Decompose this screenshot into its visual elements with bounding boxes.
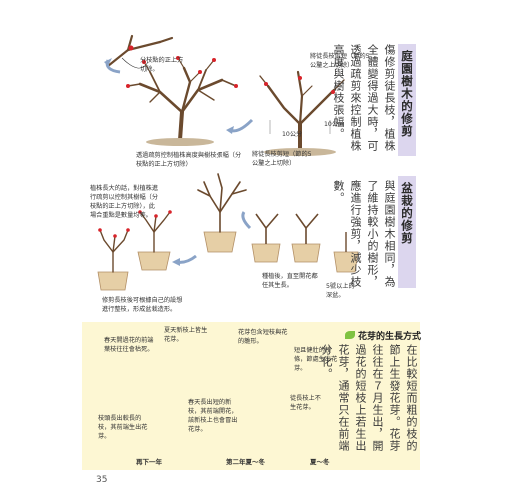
bud-caption-2: 夏天新枝上皆生花芽。 — [164, 327, 208, 343]
leaf-icon — [345, 331, 355, 339]
bud-caption-4: 短且健壯的枝條，節處生出花芽。 — [294, 347, 338, 372]
pot-tree-mid2-icon — [291, 213, 321, 263]
section2-title: 盆栽的修剪 — [398, 176, 416, 288]
section3-title: 花芽的生長方式 — [358, 332, 422, 342]
bud-caption-3: 花芽包含短枝與花的雛形。 — [238, 329, 288, 345]
timeline-label-second-year: 第二年夏～冬 — [226, 458, 265, 466]
measure-b: 10公分 — [324, 121, 345, 128]
caption-pot-right: 5號以上的深盆。 — [326, 283, 355, 299]
section1-title: 庭園樹木的修剪 — [398, 44, 416, 156]
pot-tree-left2-icon — [137, 210, 172, 271]
pot-small-icon — [333, 232, 359, 273]
pruned-tree-icon — [127, 57, 237, 142]
bud-caption-7: 徒長枝上不生花芽。 — [290, 395, 321, 411]
timeline-label-next-year: 再下一年 — [136, 458, 162, 466]
caption-right-top: 將徒長枝剪短（節的5公釐之上切除） — [310, 53, 370, 69]
caption-pot-top: 植株長大的話，對植株進行疏剪以控制其樹幅（分枝點的正上方切除），此場合重點是數量… — [90, 185, 159, 219]
pot-tree-large-icon — [197, 173, 247, 253]
section3-body: 在比較短而粗的枝的節上生發花芽。花芽往往在７月生出，開過花的短枝上若生出花芽，通… — [320, 344, 418, 452]
pot-tree-mid1-icon — [251, 213, 281, 263]
section1-body: 傷修剪徒長枝，植株全體變得過大時，可透過疏剪來控制植株高度與樹枝張幅。 — [332, 44, 396, 152]
caption-pot-middle: 種植後，直至開花都任其生長。 — [262, 273, 318, 289]
pot-tree-left1-icon — [97, 228, 130, 291]
caption-pot-bottom: 修剪長枝後可根據自己的設想進行整枝，形成盆栽造形。 — [102, 297, 183, 313]
bud-caption-1: 春天開過花的前端葉枝往往會枯死。 — [104, 337, 154, 353]
tree-long-shoots-icon — [259, 70, 345, 152]
measure-a: 10公分 — [282, 131, 303, 138]
page-number: 35 — [96, 475, 108, 485]
caption-middle: 透過疏剪控制植株高度與樹枝張幅（分枝點的正上方切除） — [136, 152, 242, 168]
section2-body: 與庭園樹木相同，為了維持較小的樹形，應進行強剪，減少枝數。 — [332, 180, 396, 288]
timeline-label-summer-winter: 夏～冬 — [310, 458, 330, 466]
bud-caption-6: 春天長出短的新枝，其前端開花，該新枝上也會冒出花芽。 — [188, 399, 238, 433]
caption-right-bottom: 將徒長枝剪短（節的5公釐之上切除） — [252, 151, 312, 167]
flower-bud-panel — [82, 322, 420, 470]
bud-caption-5: 枝頭長出較長的枝，其前端生出花芽。 — [98, 415, 148, 440]
caption-top-left: 分枝點的正上方切除。 — [140, 57, 184, 73]
